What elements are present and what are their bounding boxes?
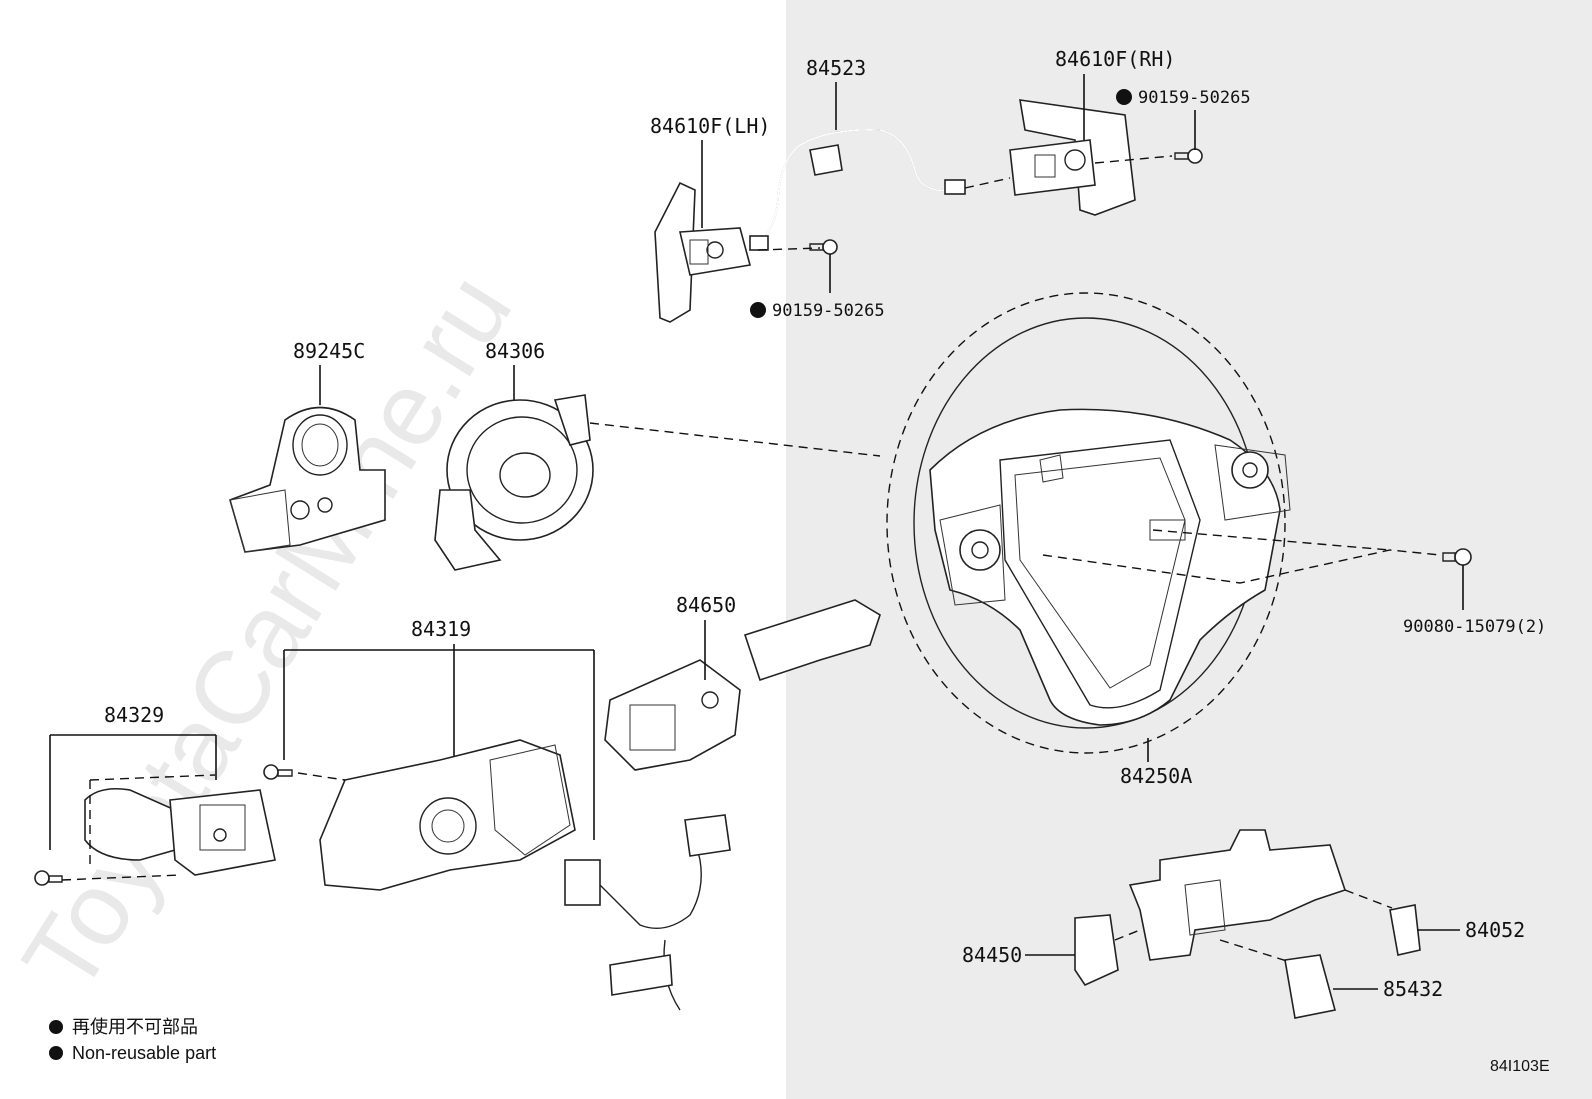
steering-wheel-84250a	[886, 292, 1291, 754]
paddle-switch-rh	[1009, 99, 1136, 216]
diagram-code: 84I103E	[1490, 1058, 1550, 1075]
label-85432: 85432	[1383, 977, 1443, 1001]
non-reusable-mark-lh	[750, 302, 766, 318]
wire-harness-84523	[749, 128, 966, 251]
legend-text-en: Non-reusable part	[72, 1043, 216, 1063]
bolt-90080	[1442, 548, 1472, 610]
label-84329: 84329	[104, 703, 164, 727]
label-84250a: 84250A	[1120, 764, 1192, 788]
bolt-84329	[34, 870, 63, 886]
label-84650: 84650	[676, 593, 736, 617]
legend-dot-2	[49, 1046, 63, 1060]
connector-84319	[564, 814, 731, 1011]
bolt-rh	[1174, 110, 1203, 164]
combination-switch-84319	[319, 739, 576, 891]
light-switch-84329	[84, 787, 276, 876]
label-84450: 84450	[962, 943, 1022, 967]
legend-dot-1	[49, 1020, 63, 1034]
steering-sensor-89245c	[229, 406, 386, 553]
bolt-84319	[263, 764, 293, 780]
bolt-lh	[809, 239, 838, 293]
switch-84450	[1074, 914, 1119, 987]
label-90080-15079: 90080-15079(2)	[1403, 617, 1546, 637]
label-90159-lh: 90159-50265	[772, 301, 885, 321]
legend-text-jp: 再使用不可部品	[72, 1017, 198, 1037]
label-84052: 84052	[1465, 918, 1525, 942]
label-90159-rh: 90159-50265	[1138, 88, 1251, 108]
wiper-switch-84650	[604, 599, 881, 771]
label-89245c: 89245C	[293, 339, 365, 363]
label-84610f-rh: 84610F(RH)	[1055, 47, 1175, 71]
label-84306: 84306	[485, 339, 545, 363]
label-84610f-lh: 84610F(LH)	[650, 114, 770, 138]
switch-85432	[1284, 954, 1336, 1019]
label-84523: 84523	[806, 56, 866, 80]
switch-84052	[1389, 904, 1421, 956]
paddle-switch-lh	[654, 181, 752, 323]
label-84319: 84319	[411, 617, 471, 641]
non-reusable-mark-rh	[1116, 89, 1132, 105]
spiral-cable-84306	[434, 394, 594, 571]
column-cover-bracket	[1128, 829, 1347, 961]
